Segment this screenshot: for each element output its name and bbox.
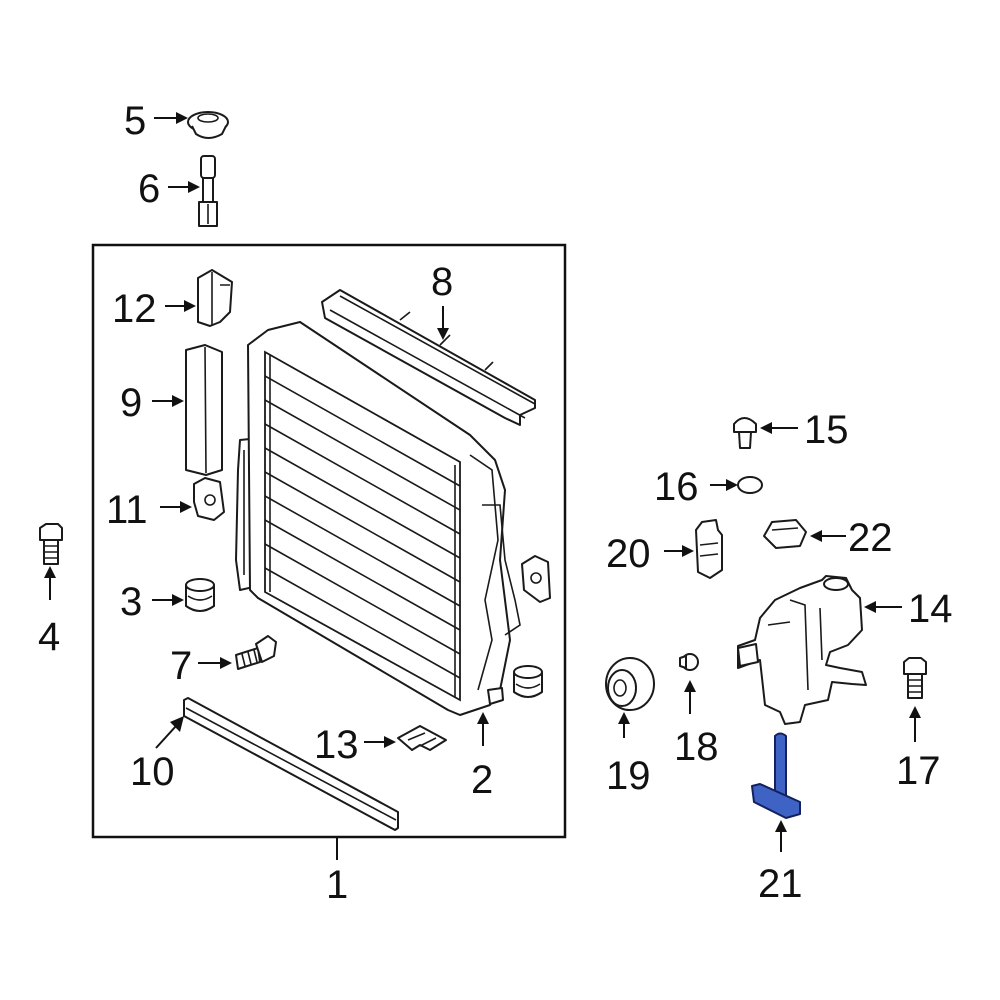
part-7-bolt[interactable] [235, 635, 277, 670]
part-12-bracket[interactable] [197, 269, 233, 327]
callout-19: 19 [606, 754, 651, 798]
callout-16: 16 [654, 465, 699, 509]
part-15-push-pin[interactable] [733, 417, 757, 449]
part-22-cap[interactable] [763, 519, 807, 549]
part-5-grommet[interactable] [187, 111, 229, 139]
callout-6: 6 [138, 167, 160, 211]
callout-14: 14 [908, 587, 953, 631]
right-bracket[interactable] [521, 555, 551, 603]
callout-9: 9 [120, 381, 142, 425]
callout-17: 17 [896, 749, 941, 793]
callout-3: 3 [120, 580, 142, 624]
callout-21: 21 [758, 862, 803, 906]
callout-8: 8 [431, 260, 453, 304]
radiator-fins [264, 355, 461, 698]
part-6-pin[interactable] [198, 155, 218, 227]
callout-11: 11 [106, 488, 148, 532]
part-13-clip[interactable] [397, 725, 447, 751]
part-11-isolator[interactable] [193, 477, 225, 521]
part-18-fitting[interactable] [679, 653, 699, 671]
callout-labels: 5 6 12 9 11 3 7 8 10 13 2 4 1 15 16 22 2… [38, 99, 953, 907]
part-17-bolt[interactable] [903, 657, 927, 699]
callout-12: 12 [112, 287, 157, 331]
callout-15: 15 [804, 408, 849, 452]
part-4-bolt[interactable] [39, 523, 63, 565]
part-21-highlighted-tube[interactable] [751, 732, 801, 819]
callout-22: 22 [848, 516, 893, 560]
part-3-mount-bushing[interactable] [185, 578, 215, 612]
callout-2: 2 [471, 758, 493, 802]
part-9-seal[interactable] [185, 344, 223, 476]
leader-lines [44, 112, 921, 860]
callout-1: 1 [326, 863, 348, 907]
callout-18: 18 [674, 725, 719, 769]
callout-7: 7 [170, 644, 192, 688]
part-1-radiator[interactable] [235, 321, 521, 716]
callout-4: 4 [38, 615, 60, 659]
part-19-pulley[interactable] [605, 657, 655, 711]
callout-10: 10 [130, 750, 175, 794]
part-16-o-ring[interactable] [737, 476, 763, 494]
assembly-box [91, 243, 567, 839]
right-bushing[interactable] [513, 665, 543, 698]
callout-5: 5 [124, 99, 146, 143]
part-14-reservoir[interactable] [737, 575, 867, 725]
part-8-air-deflector[interactable] [321, 289, 536, 426]
callout-13: 13 [314, 723, 359, 767]
part-20-sensor[interactable] [695, 519, 723, 579]
callout-20: 20 [606, 532, 651, 576]
part-10-seal-strip[interactable] [183, 697, 399, 831]
